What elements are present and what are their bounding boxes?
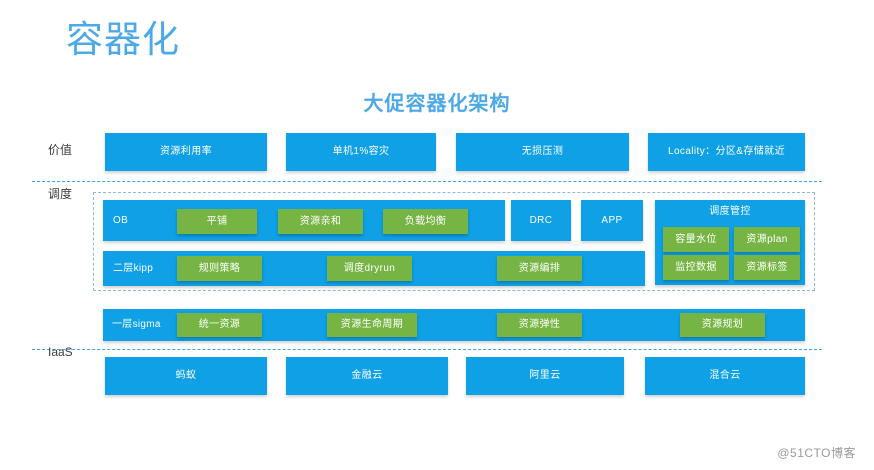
band-label-schedule: 调度: [48, 187, 73, 201]
sigma-green-box-4-label: 资源规划: [701, 319, 744, 330]
sigma-green-box-1[interactable]: 统一资源: [177, 313, 262, 337]
kipp-green-box-3-label: 资源编排: [518, 262, 561, 274]
ob-blue-box-app-label: APP: [601, 214, 623, 226]
value-box-3-label: 无损压测: [521, 146, 564, 157]
sigma-green-box-2-label: 资源生命周期: [340, 319, 404, 330]
schedule-zone-outline: [93, 192, 815, 291]
ob-green-box-1-label: 平铺: [206, 215, 228, 227]
sigma-green-box-1-label: 统一资源: [198, 319, 241, 330]
ob-green-box-2-label: 资源亲和: [299, 215, 342, 227]
value-box-2[interactable]: 单机1%容灾: [286, 133, 436, 171]
sigma-green-box-2[interactable]: 资源生命周期: [327, 313, 417, 337]
control-panel-item-2-label: 资源plan: [746, 233, 788, 245]
iaas-box-3-label: 阿里云: [529, 370, 561, 381]
ob-green-box-2[interactable]: 资源亲和: [278, 209, 363, 234]
control-panel-item-1-label: 容量水位: [675, 233, 717, 245]
value-box-3[interactable]: 无损压测: [456, 133, 629, 171]
iaas-box-1[interactable]: 蚂蚁: [105, 357, 267, 395]
iaas-box-2[interactable]: 金融云: [286, 357, 448, 395]
control-panel-item-1[interactable]: 容量水位: [663, 227, 729, 252]
sigma-green-box-4[interactable]: 资源规划: [680, 313, 765, 337]
control-panel-item-2[interactable]: 资源plan: [734, 227, 800, 252]
watermark: @51CTO博客: [777, 446, 856, 460]
divider-value-schedule: [32, 181, 822, 182]
value-box-1-label: 资源利用率: [160, 146, 212, 157]
sigma-green-box-3[interactable]: 资源弹性: [497, 313, 582, 337]
ob-blue-box-drc[interactable]: DRC: [511, 200, 571, 241]
iaas-box-2-label: 金融云: [351, 370, 383, 381]
iaas-box-1-label: 蚂蚁: [175, 370, 197, 381]
band-label-value: 价值: [48, 143, 73, 157]
iaas-box-4-label: 混合云: [709, 370, 741, 381]
kipp-green-box-1-label: 规则策略: [198, 262, 241, 274]
ob-row-label: OB: [113, 215, 129, 226]
iaas-box-4[interactable]: 混合云: [645, 357, 805, 395]
kipp-row-label: 二层kipp: [113, 263, 154, 274]
kipp-green-box-2[interactable]: 调度dryrun: [327, 256, 412, 281]
control-panel-item-3-label: 监控数据: [675, 261, 717, 273]
sigma-green-box-3-label: 资源弹性: [518, 319, 561, 330]
ob-blue-box-app[interactable]: APP: [581, 200, 643, 241]
divider-schedule-iaas: [32, 349, 822, 350]
control-panel-item-4[interactable]: 资源标签: [734, 255, 800, 280]
iaas-box-3[interactable]: 阿里云: [466, 357, 624, 395]
kipp-green-box-2-label: 调度dryrun: [343, 262, 396, 274]
band-label-iaas: IaaS: [48, 345, 73, 359]
ob-blue-box-drc-label: DRC: [529, 214, 553, 226]
control-panel-title: 调度管控: [709, 206, 751, 217]
control-panel-item-4-label: 资源标签: [746, 261, 788, 273]
diagram-title: 大促容器化架构: [363, 93, 511, 115]
value-box-1[interactable]: 资源利用率: [105, 133, 267, 171]
value-box-2-label: 单机1%容灾: [332, 146, 390, 157]
ob-green-box-1[interactable]: 平铺: [177, 209, 257, 234]
ob-green-box-3[interactable]: 负载均衡: [383, 209, 468, 234]
ob-green-box-3-label: 负载均衡: [404, 215, 447, 227]
value-box-4-label: Locality：分区&存储就近: [668, 146, 785, 157]
control-panel-item-3[interactable]: 监控数据: [663, 255, 729, 280]
kipp-green-box-1[interactable]: 规则策略: [177, 256, 262, 281]
sigma-row-label: 一层sigma: [112, 319, 161, 330]
value-box-4[interactable]: Locality：分区&存储就近: [648, 133, 805, 171]
page-title: 容器化: [66, 19, 180, 60]
kipp-green-box-3[interactable]: 资源编排: [497, 256, 582, 281]
